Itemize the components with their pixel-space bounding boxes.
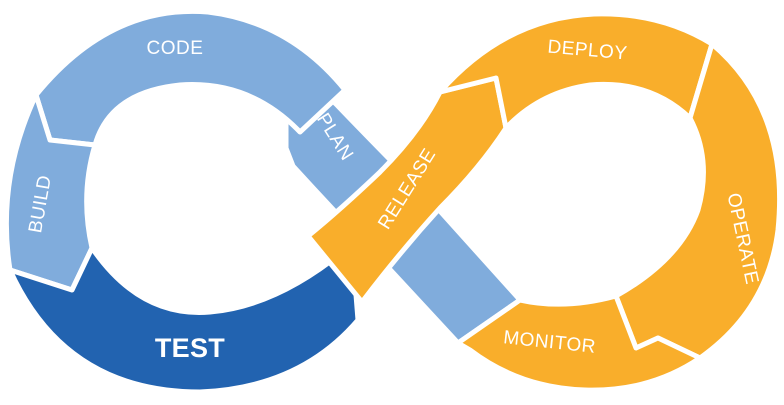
test-segment — [7, 241, 361, 395]
monitor-segment — [455, 293, 703, 393]
test-label: TEST — [155, 333, 225, 363]
code-label: CODE — [147, 38, 204, 59]
code-segment — [33, 8, 348, 148]
